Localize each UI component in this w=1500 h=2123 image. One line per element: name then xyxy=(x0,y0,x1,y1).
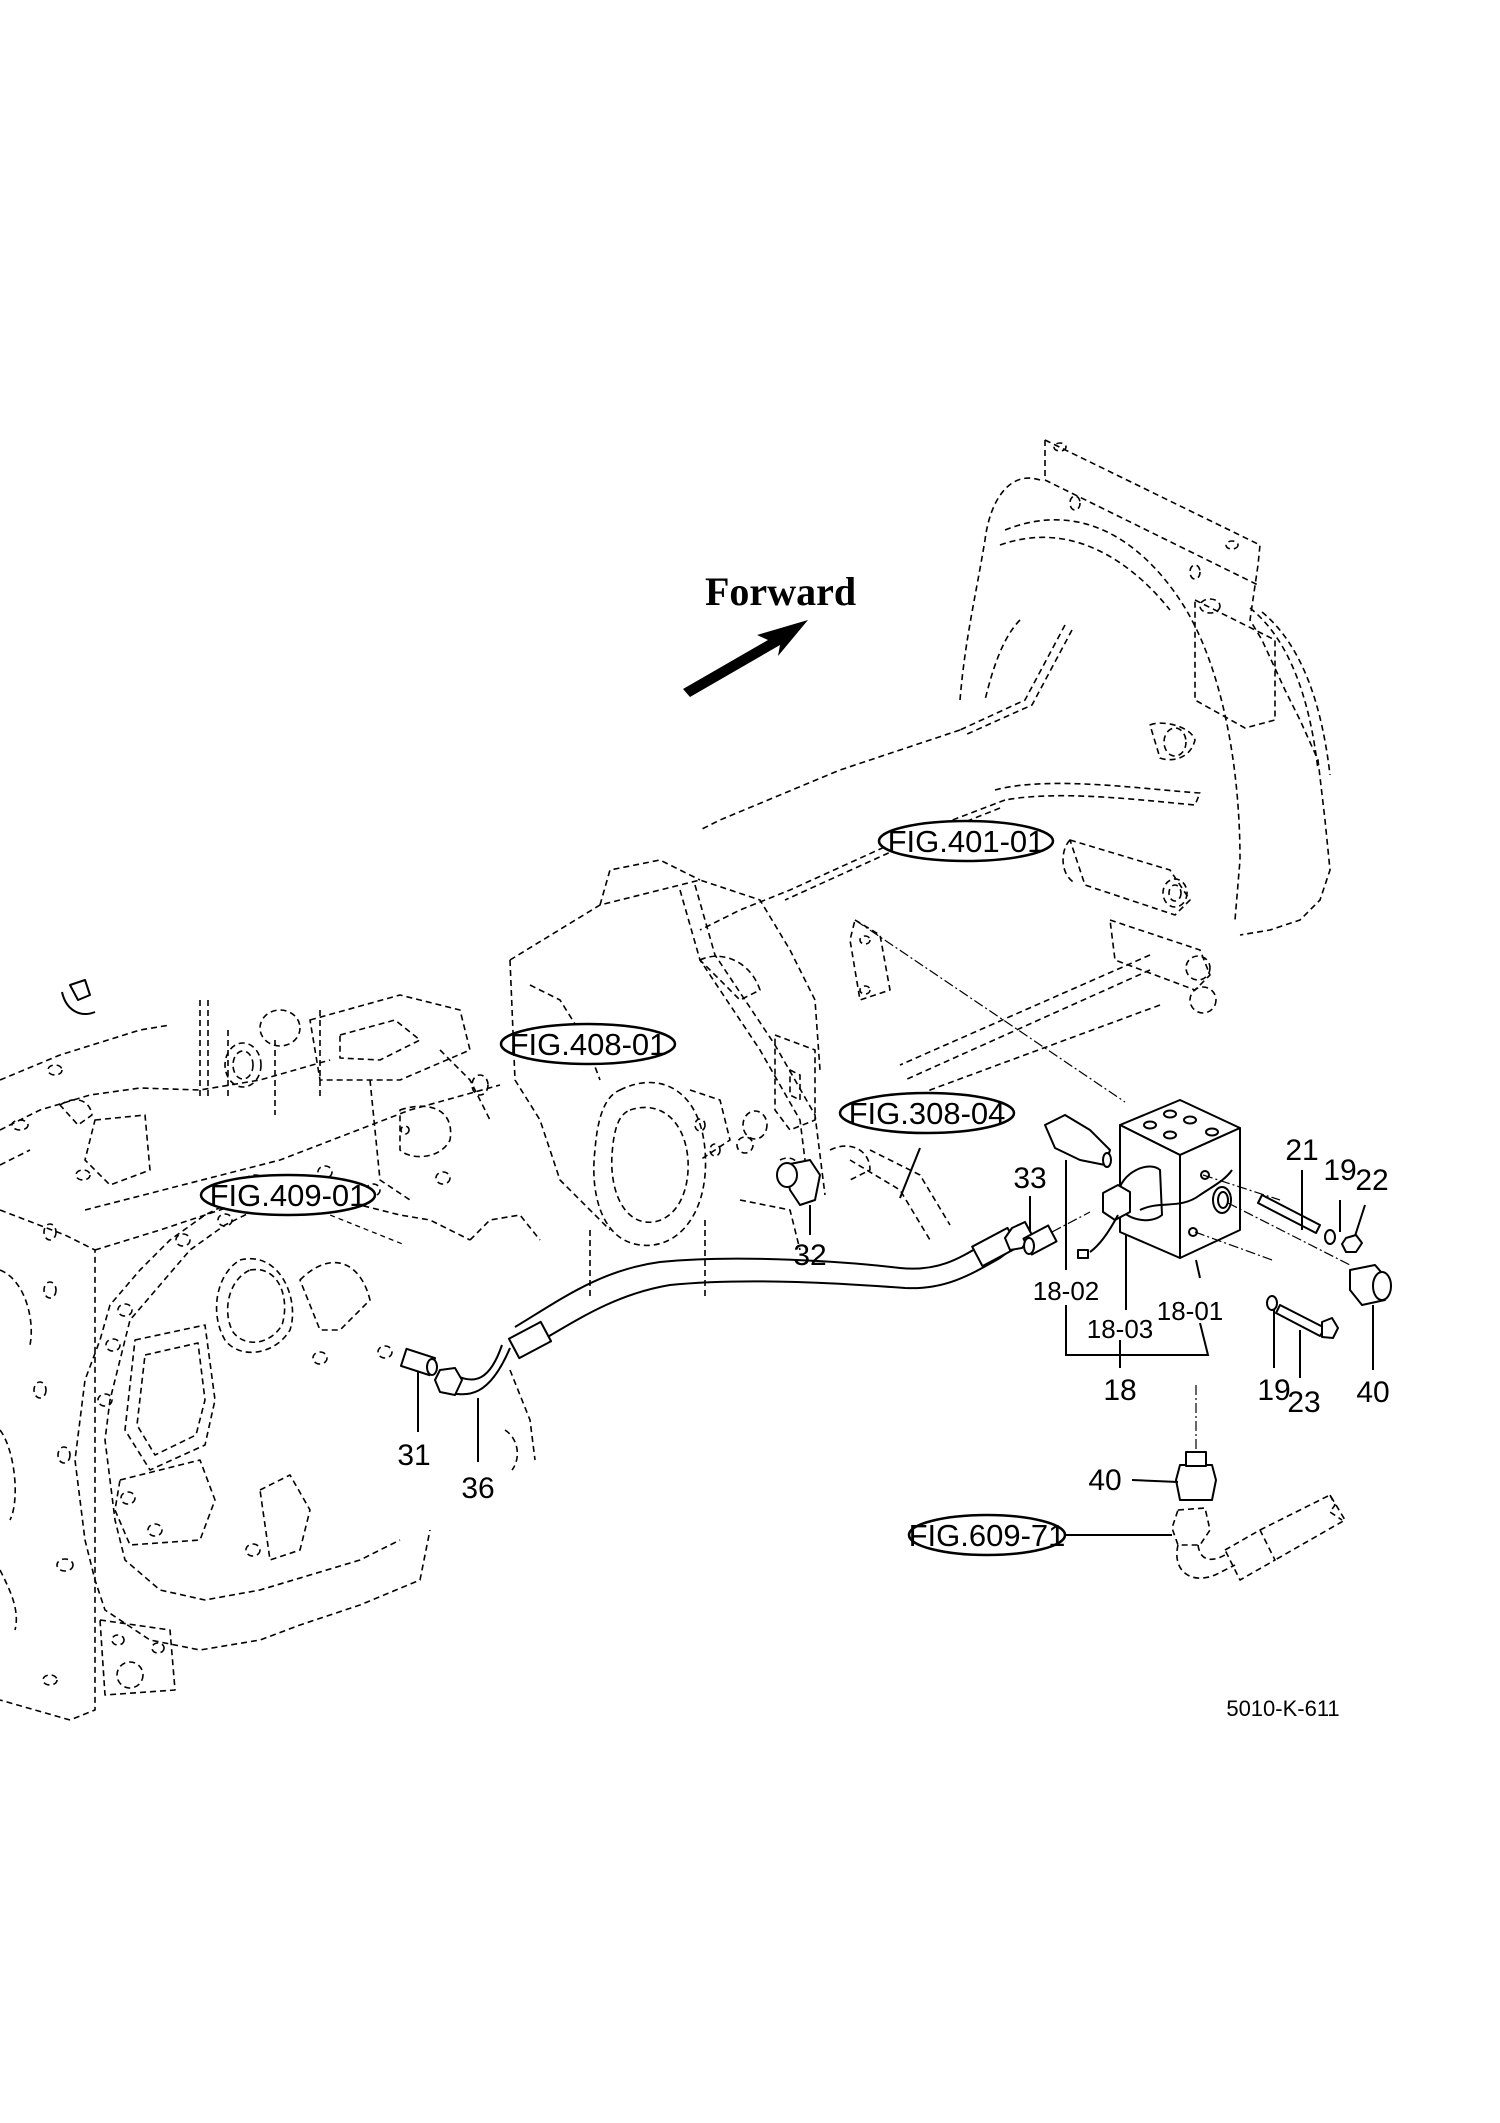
callout-21: 21 xyxy=(1285,1134,1318,1167)
center-housing-outline xyxy=(509,859,826,1300)
rear-housing-outline xyxy=(0,979,501,1721)
svg-text:FIG.308-04: FIG.308-04 xyxy=(849,1096,1006,1131)
drawing-code: 5010-K-611 xyxy=(1226,1696,1339,1721)
part-callouts: 21 19 22 33 32 18-02 18-01 18-03 18 19 2… xyxy=(397,1134,1389,1505)
callout-18-01: 18-01 xyxy=(1157,1296,1224,1326)
callout-23: 23 xyxy=(1287,1386,1320,1419)
callout-31: 31 xyxy=(397,1439,430,1472)
callout-19-lower: 19 xyxy=(1257,1374,1290,1407)
fitting-33 xyxy=(1022,1211,1091,1256)
callout-40-right: 40 xyxy=(1356,1376,1389,1409)
callout-18: 18 xyxy=(1103,1374,1136,1407)
figure-reference-fig-609-71[interactable]: FIG.609-71 xyxy=(907,1513,1067,1557)
figure-reference-fig-401-01[interactable]: FIG.401-01 xyxy=(877,819,1055,863)
callout-36: 36 xyxy=(461,1472,494,1505)
figure-reference-fig-308-04[interactable]: FIG.308-04 xyxy=(838,1091,1016,1135)
svg-text:FIG.408-01: FIG.408-01 xyxy=(510,1027,667,1062)
fasteners xyxy=(1257,1194,1392,1339)
arrow-up-right-icon xyxy=(683,620,808,697)
callout-19-upper: 19 xyxy=(1323,1154,1356,1187)
transmission-case-outline xyxy=(699,729,1217,1105)
leader-lines xyxy=(417,1147,1374,1536)
svg-text:FIG.401-01: FIG.401-01 xyxy=(888,824,1045,859)
svg-text:FIG.409-01: FIG.409-01 xyxy=(210,1178,367,1213)
elbow-fitting-32 xyxy=(776,1145,951,1241)
callout-18-02: 18-02 xyxy=(1033,1276,1100,1306)
lower-union-and-hose xyxy=(1171,1451,1346,1581)
figure-reference-fig-409-01[interactable]: FIG.409-01 xyxy=(199,1173,377,1217)
fitting-31 xyxy=(254,1184,438,1377)
figure-reference-fig-408-01[interactable]: FIG.408-01 xyxy=(499,1022,677,1066)
svg-text:FIG.609-71: FIG.609-71 xyxy=(909,1518,1066,1553)
callout-18-03: 18-03 xyxy=(1087,1314,1154,1344)
callout-40-lower: 40 xyxy=(1088,1464,1121,1497)
callout-32: 32 xyxy=(793,1239,826,1272)
forward-label: Forward xyxy=(705,569,856,614)
valve-block-18 xyxy=(854,919,1351,1450)
rear-cover-outline xyxy=(74,1105,541,1696)
callout-33: 33 xyxy=(1013,1162,1046,1195)
forward-indicator: Forward xyxy=(683,569,856,697)
hose-assembly xyxy=(434,1221,1033,1396)
clutch-housing-outline xyxy=(959,439,1331,936)
callout-22: 22 xyxy=(1355,1164,1388,1197)
